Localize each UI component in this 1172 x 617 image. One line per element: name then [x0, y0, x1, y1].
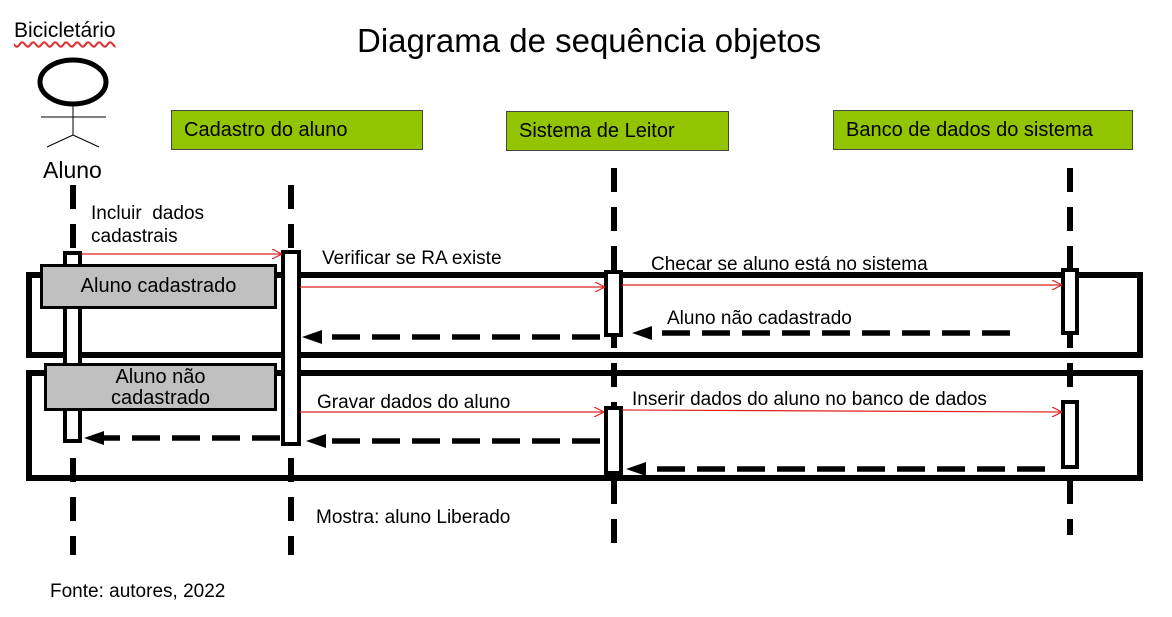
arrowhead-return-3	[306, 434, 326, 448]
message-gravar-dados: Gravar dados do aluno	[317, 392, 511, 413]
fragment-frame-cadastrado	[26, 272, 1143, 358]
message-inserir-dados: Inserir dados do aluno no banco de dados	[632, 389, 987, 410]
object-sistema-leitor: Sistema de Leitor	[506, 111, 729, 151]
message-aluno-nao-cadastrado: Aluno não cadastrado	[667, 308, 852, 329]
message-checar-aluno: Checar se aluno está no sistema	[651, 254, 928, 275]
message-mostra-liberado: Mostra: aluno Liberado	[316, 507, 511, 528]
object-banco-dados: Banco de dados do sistema	[833, 110, 1133, 150]
fragment-label-cadastrado: Aluno cadastrado	[40, 264, 277, 309]
message-verificar-ra: Verificar se RA existe	[322, 248, 502, 269]
fragment-label-nao-cadastrado: Aluno não cadastrado	[44, 363, 277, 411]
activation-cadastro	[281, 250, 301, 446]
source-footer: Fonte: autores, 2022	[50, 581, 226, 602]
actor-label: Aluno	[43, 157, 102, 183]
activation-leitor-2	[604, 406, 623, 475]
diagram-title: Diagrama de sequência objetos	[357, 22, 822, 59]
arrowhead-return-4	[84, 431, 104, 445]
actor-figure	[37, 57, 109, 148]
arrowhead-return-2	[302, 330, 322, 344]
activation-banco-1	[1061, 268, 1079, 335]
arrow-inserir-dados	[621, 410, 1062, 412]
activation-banco-2	[1061, 400, 1079, 469]
fragment-frame-nao-cadastrado	[26, 370, 1143, 481]
message-incluir-dados: Incluir dados cadastrais	[91, 203, 205, 247]
corner-label: Bicicletário	[14, 19, 116, 42]
arrowhead-return-5	[626, 462, 646, 476]
object-cadastro-aluno: Cadastro do aluno	[171, 110, 423, 150]
arrowhead-return-1	[632, 326, 652, 340]
activation-leitor-1	[604, 270, 623, 337]
